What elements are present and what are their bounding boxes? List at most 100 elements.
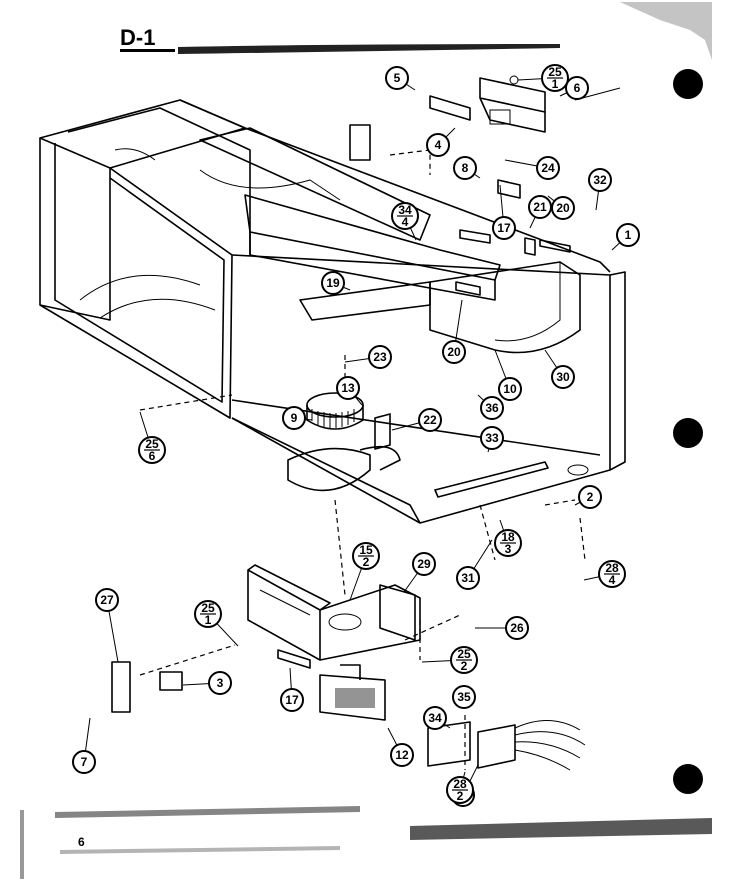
callout-label-29: 29 — [417, 557, 431, 571]
fraction-top-25: 25 — [548, 65, 562, 79]
callout-label-30: 30 — [556, 370, 570, 384]
callout-circle-13 — [336, 376, 360, 400]
fan-blade-9 — [287, 445, 401, 492]
callout-label-17: 17 — [285, 693, 299, 707]
callout-circle-1 — [616, 223, 640, 247]
callout-label-10: 10 — [503, 382, 517, 396]
callout-labels: 1234567891011121317171920202122232426272… — [72, 64, 640, 807]
fraction-bottom-1: 1 — [552, 77, 559, 91]
callout-circle-12 — [390, 743, 414, 767]
callout-circle-26 — [505, 616, 529, 640]
wire-harness-11 — [477, 719, 586, 771]
callout-label-6: 6 — [574, 81, 581, 95]
relay-27-group — [111, 661, 183, 713]
fraction-bottom-1: 1 — [205, 613, 212, 627]
callout-label-22: 22 — [423, 413, 437, 427]
callout-circle-4 — [426, 133, 450, 157]
callout-label-34: 34 — [428, 711, 442, 725]
callout-circle-33 — [480, 426, 504, 450]
chassis-assembly — [39, 99, 626, 524]
fraction-top-18: 18 — [501, 530, 515, 544]
fraction-top-34: 34 — [398, 203, 412, 217]
fraction-top-25: 25 — [201, 601, 215, 615]
leader-lines — [139, 149, 586, 770]
punch-hole-bottom — [673, 764, 703, 794]
callout-circle-19 — [321, 271, 345, 295]
callout-label-13: 13 — [341, 381, 355, 395]
fraction-bottom-4: 4 — [402, 215, 409, 229]
callout-circle-32 — [588, 168, 612, 192]
fraction-top-25: 25 — [145, 437, 159, 451]
callout-circle-9 — [282, 406, 306, 430]
callout-circle-10 — [498, 377, 522, 401]
callout-label-26: 26 — [510, 621, 524, 635]
callout-label-23: 23 — [373, 350, 387, 364]
diagram-title: D-1 — [120, 25, 155, 50]
switch-connector-group — [349, 124, 571, 296]
callout-label-33: 33 — [485, 431, 499, 445]
callout-circle-36 — [480, 396, 504, 420]
fraction-top-15: 15 — [359, 543, 373, 557]
callout-label-27: 27 — [100, 593, 114, 607]
callout-label-20: 20 — [447, 345, 461, 359]
scan-noise-bottom — [20, 806, 712, 879]
callout-circle-35 — [452, 685, 476, 709]
fraction-bottom-2: 2 — [457, 789, 464, 803]
thermal-cutout-group — [429, 75, 621, 133]
callout-circle-5 — [385, 66, 409, 90]
fraction-top-25: 25 — [457, 647, 471, 661]
callout-circle-7 — [72, 750, 96, 774]
motor-mount-bracket — [247, 564, 421, 661]
fraction-bottom-4: 4 — [609, 573, 616, 587]
callout-label-8: 8 — [462, 161, 469, 175]
fraction-bottom-6: 6 — [149, 449, 156, 463]
callout-circle-2 — [578, 485, 602, 509]
fraction-bottom-3: 3 — [505, 542, 512, 556]
callout-circle-24 — [536, 156, 560, 180]
bracket-22 — [374, 413, 391, 450]
callout-circle-20 — [551, 196, 575, 220]
callout-circle-34 — [423, 706, 447, 730]
callout-label-5: 5 — [394, 71, 401, 85]
fraction-bottom-2: 2 — [363, 555, 370, 569]
punch-hole-middle — [673, 418, 703, 448]
callout-circle-30 — [551, 365, 575, 389]
page-number: 6 — [78, 835, 85, 849]
callout-circle-17 — [492, 216, 516, 240]
callout-label-9: 9 — [291, 411, 298, 425]
callout-label-7: 7 — [81, 755, 88, 769]
callout-label-19: 19 — [326, 276, 340, 290]
callout-label-1: 1 — [625, 228, 632, 242]
punch-hole-top — [673, 69, 703, 99]
callout-circle-21 — [528, 195, 552, 219]
callout-circle-22 — [418, 408, 442, 432]
fraction-bottom-2: 2 — [461, 659, 468, 673]
motor-12 — [319, 664, 386, 721]
callout-circle-23 — [368, 345, 392, 369]
title-underline-left — [120, 49, 175, 52]
callout-circle-31 — [456, 566, 480, 590]
callout-label-36: 36 — [485, 401, 499, 415]
scan-noise-top-right — [620, 2, 712, 60]
callout-label-35: 35 — [457, 690, 471, 704]
fan-motor-13 — [306, 392, 364, 430]
callout-label-3: 3 — [217, 676, 224, 690]
callout-label-4: 4 — [435, 138, 442, 152]
callout-label-31: 31 — [461, 571, 475, 585]
callout-circle-17 — [280, 688, 304, 712]
callout-label-12: 12 — [395, 748, 409, 762]
callout-label-2: 2 — [587, 490, 594, 504]
callout-label-17: 17 — [497, 221, 511, 235]
callout-label-24: 24 — [541, 161, 555, 175]
fraction-top-28: 28 — [605, 561, 619, 575]
callout-circle-3 — [208, 671, 232, 695]
title-rule — [178, 44, 560, 54]
callout-label-32: 32 — [593, 173, 607, 187]
circuit-board-34 — [427, 721, 471, 767]
fraction-top-28: 28 — [453, 777, 467, 791]
callout-circle-20 — [442, 340, 466, 364]
callout-label-21: 21 — [533, 200, 547, 214]
callout-label-20: 20 — [556, 201, 570, 215]
